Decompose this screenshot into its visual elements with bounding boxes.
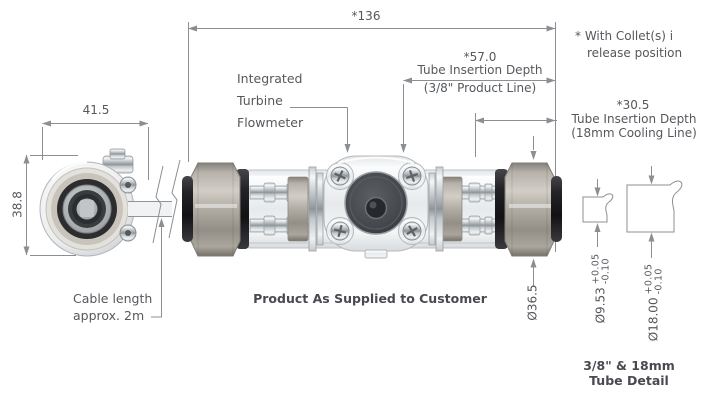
fitting-nut-left	[190, 162, 241, 257]
cable	[128, 201, 172, 217]
dim-tube38-tolerance: +0.05 -0.10	[591, 254, 612, 285]
dim-tube38-diameter: Ø9.53	[593, 287, 608, 324]
break-symbol	[152, 159, 181, 244]
dim-insert18-label1: Tube Insertion Depth	[571, 112, 697, 126]
tube-detail-title-line1: 3/8" & 18mm	[583, 358, 675, 373]
tube-detail-title: 3/8" & 18mm Tube Detail	[570, 358, 688, 388]
tube-38-sketch	[582, 193, 614, 223]
dim-overall-length: *136	[351, 9, 381, 23]
flowmeter-label-line3: Flowmeter	[237, 115, 304, 130]
collet-ring-right	[551, 176, 562, 242]
turbine-hub	[364, 196, 388, 220]
collet-ring-left	[182, 176, 193, 242]
collet-note-line2: release position	[587, 45, 683, 60]
dim-tube38-tol-minus: -0.10	[600, 258, 611, 285]
cable-label-line1: Cable length	[73, 291, 153, 306]
dim-tube38: Ø9.53 +0.05 -0.10	[591, 252, 612, 326]
dim-front-width: 41.5	[82, 103, 110, 117]
flange-plates	[308, 166, 444, 252]
dimension-lines	[26, 28, 652, 318]
flowmeter-label-line1: Integrated	[237, 71, 303, 86]
collet-sleeve-left	[287, 176, 309, 242]
dim-tube18-tolerance: +0.05 -0.10	[644, 264, 665, 295]
tube-detail-title-line2: Tube Detail	[589, 373, 669, 388]
dim-tube18-diameter: Ø18.00	[646, 297, 661, 342]
dim-insert38-value: *57.0	[463, 50, 497, 64]
dim-insert38-label2: (3/8" Product Line)	[423, 81, 537, 95]
dim-body-diameter: Ø36.5	[525, 284, 540, 321]
dim-insert18-label2: (18mm Cooling Line)	[571, 126, 697, 140]
dim-insert18-value: *30.5	[616, 98, 650, 112]
dim-insert38-label1: Tube Insertion Depth	[417, 63, 543, 77]
dimension-arrows	[23, 25, 655, 268]
tube-detail-sketches	[582, 180, 683, 233]
dim-tube18-tol-minus: -0.10	[653, 268, 664, 295]
cable-label-line2: approx. 2m	[73, 308, 145, 323]
dim-tube18: Ø18.00 +0.05 -0.10	[644, 263, 665, 343]
housing-screws	[330, 166, 422, 241]
main-view-flowmeter-assembly	[182, 155, 562, 259]
collet-sleeve-right	[441, 176, 463, 242]
dim-front-height: 38.8	[10, 191, 25, 218]
collet-note-line1: * With Collet(s) i	[575, 29, 674, 43]
flowmeter-label-line2: Turbine	[237, 93, 283, 108]
collet-note: * With Collet(s) i release position	[575, 28, 682, 61]
tube-18-sketch	[626, 180, 683, 233]
front-view-flowmeter	[39, 148, 181, 257]
turbine-housing	[323, 155, 429, 259]
product-title: Product As Supplied to Customer	[253, 291, 487, 306]
